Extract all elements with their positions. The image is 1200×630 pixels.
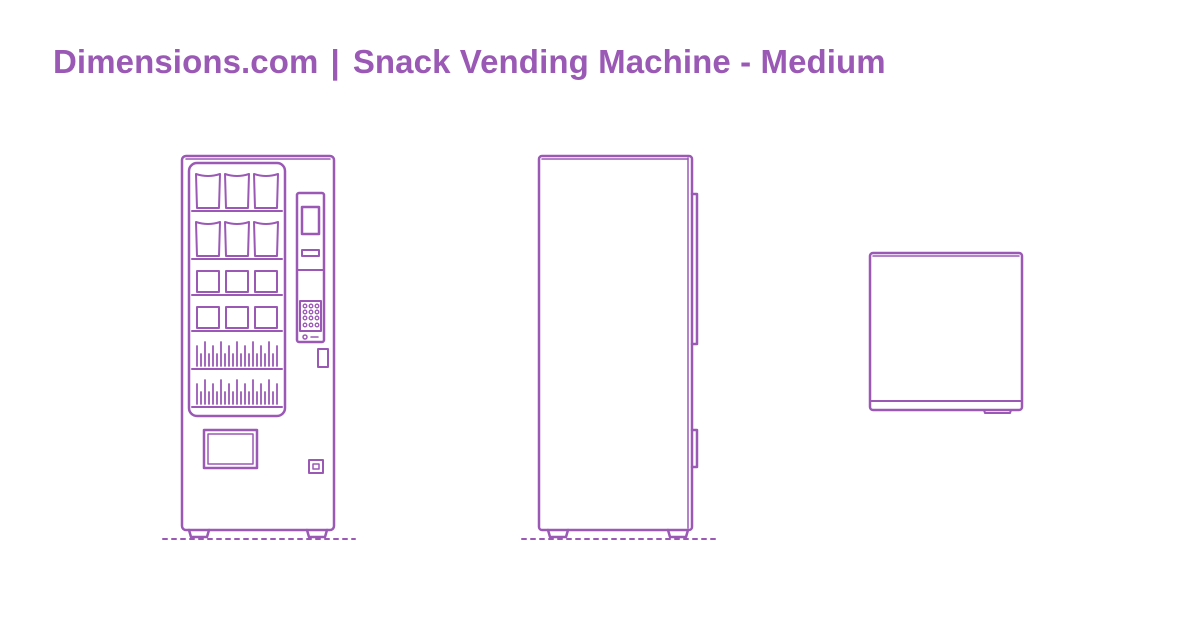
- page-header: Dimensions.com | Snack Vending Machine -…: [53, 40, 886, 84]
- side-door-hinge-upper: [690, 192, 699, 346]
- front-delivery-door-inner: [207, 433, 254, 465]
- side-door-hinge-lower: [690, 428, 699, 469]
- front-foot-left: [187, 528, 211, 539]
- side-foot-left: [546, 528, 570, 539]
- brand-name[interactable]: Dimensions.com: [53, 43, 319, 80]
- front-lock-core: [312, 463, 320, 470]
- page-title: Snack Vending Machine - Medium: [352, 43, 886, 80]
- front-bill-slot: [301, 249, 320, 257]
- side-view: [521, 154, 716, 540]
- top-door-lip: [983, 409, 1012, 414]
- front-keypad-buttons: [302, 303, 320, 328]
- header-separator: |: [330, 43, 340, 80]
- front-snack-boxes: [196, 270, 278, 329]
- front-display-screen: [300, 205, 321, 236]
- front-snack-bags: [195, 173, 279, 257]
- front-delivery-door: [202, 428, 259, 470]
- side-cabinet: [537, 154, 694, 532]
- front-coin-slot: [317, 348, 329, 368]
- front-candy-bars: [196, 341, 278, 405]
- front-lock: [308, 459, 324, 474]
- front-coin-button: [302, 334, 308, 340]
- front-cabinet: [180, 154, 336, 532]
- side-foot-right: [666, 528, 690, 539]
- top-cabinet: [868, 251, 1024, 412]
- front-shelves: [191, 210, 283, 408]
- front-control-panel: [295, 191, 326, 344]
- front-glass-window: [187, 161, 287, 418]
- top-view: [868, 251, 1024, 414]
- front-keypad: [299, 300, 322, 332]
- front-foot-right: [305, 528, 329, 539]
- front-view: [162, 154, 356, 540]
